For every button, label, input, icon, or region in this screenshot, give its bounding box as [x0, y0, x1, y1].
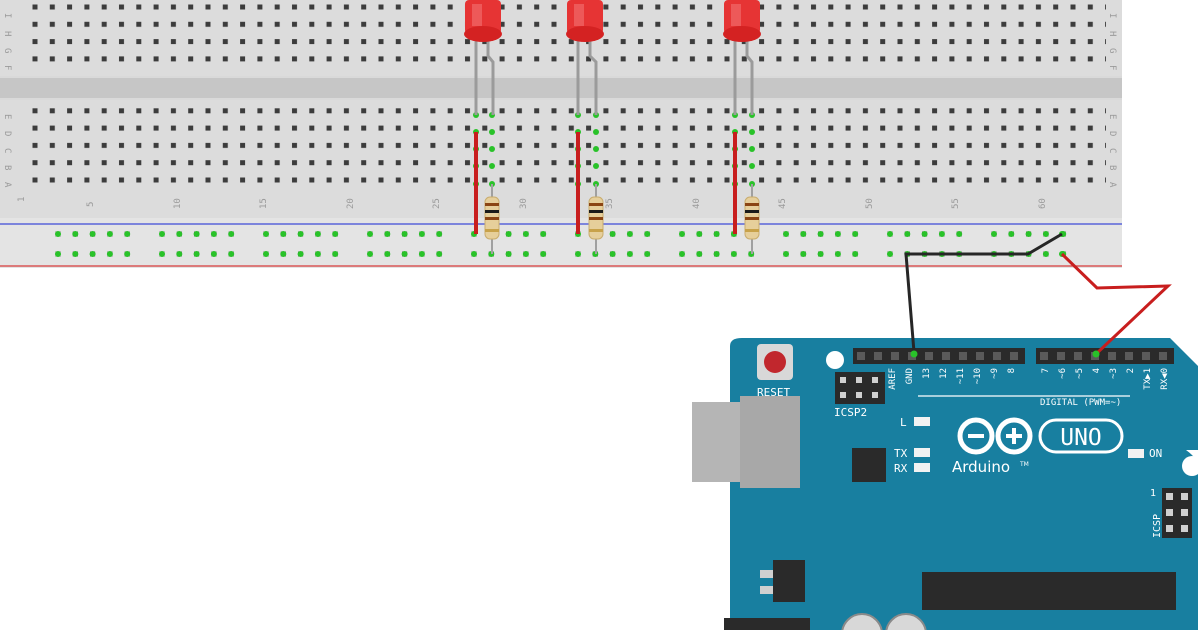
icsp2-header	[835, 372, 885, 404]
mounting-hole	[826, 351, 844, 369]
pin-label: RX◀0	[1160, 368, 1170, 390]
svg-text:40: 40	[692, 198, 702, 209]
pin-label: ~5	[1075, 368, 1085, 379]
on-led	[1128, 449, 1144, 458]
resistor-1	[484, 184, 500, 254]
on-label: ON	[1149, 447, 1162, 460]
pin-label: ~10	[973, 368, 983, 384]
svg-text:60: 60	[1038, 198, 1048, 209]
svg-text:G: G	[2, 48, 12, 53]
row-letters-top-left: I H G F	[2, 13, 12, 70]
rx-label: RX	[894, 462, 908, 475]
resistor-2	[588, 184, 604, 254]
pin-label: AREF	[888, 368, 898, 390]
l-led	[914, 417, 930, 426]
icsp-header	[1162, 488, 1192, 538]
signal-wire-pin4	[1060, 252, 1172, 358]
pin-label: 12	[939, 368, 949, 379]
svg-text:15: 15	[259, 198, 269, 209]
pin-label: GND	[905, 368, 915, 384]
svg-text:10: 10	[173, 198, 183, 209]
row-letters-bottom-left: E D C B A	[2, 114, 12, 188]
led-2	[566, 0, 604, 115]
terminal-holes-bottom	[26, 105, 1106, 191]
digital-label: DIGITAL (PWM=~)	[1040, 398, 1121, 408]
capacitor-2	[885, 613, 927, 630]
breadboard: I H G F E D C B A I H G F E D C B A 1 5	[0, 0, 1122, 268]
svg-text:20: 20	[346, 198, 356, 209]
pin-label: 4	[1092, 368, 1102, 373]
pin-label: 13	[922, 368, 932, 379]
power-jack	[724, 618, 810, 630]
svg-text:5: 5	[86, 202, 96, 207]
pin-label: TX▶1	[1143, 368, 1153, 390]
svg-text:B: B	[2, 165, 12, 170]
svg-text:30: 30	[519, 198, 529, 209]
pin-labels-right: 7 ~6 ~5 4 ~3 2 TX▶1 RX◀0	[1041, 368, 1170, 390]
usb-chip	[852, 448, 886, 482]
svg-text:A: A	[1107, 182, 1117, 188]
svg-text:G: G	[1107, 48, 1117, 53]
digital-header-right	[1036, 348, 1174, 364]
pin-label: ~9	[990, 368, 1000, 379]
tx-led	[914, 448, 930, 457]
svg-text:I: I	[2, 13, 12, 18]
svg-text:H: H	[2, 31, 12, 36]
icsp2-label: ICSP2	[834, 406, 867, 419]
svg-text:A: A	[2, 182, 12, 188]
svg-text:50: 50	[865, 198, 875, 209]
svg-text:55: 55	[951, 198, 961, 209]
svg-text:C: C	[2, 148, 12, 153]
reset-label: RESET	[757, 386, 790, 399]
svg-text:E: E	[2, 114, 12, 119]
svg-text:D: D	[2, 131, 12, 136]
svg-text:1: 1	[17, 197, 27, 202]
rx-led	[914, 463, 930, 472]
led-3	[723, 0, 761, 115]
pin-label: 8	[1007, 368, 1017, 373]
pin-labels-left: AREF GND 13 12 ~11 ~10 ~9 8	[888, 368, 1017, 390]
svg-text:F: F	[1107, 65, 1117, 70]
svg-text:B: B	[1107, 165, 1117, 170]
row-letters-bottom-right: E D C B A	[1107, 114, 1117, 188]
icsp-label: ICSP	[1152, 514, 1163, 538]
arduino-brand-label: Arduino	[952, 458, 1010, 476]
digital-header-left	[853, 348, 1025, 364]
pin-label: ~11	[956, 368, 966, 384]
capacitor-1	[841, 613, 883, 630]
svg-text:H: H	[1107, 31, 1117, 36]
trademark-label: TM	[1019, 461, 1029, 468]
microcontroller-chip	[922, 572, 1176, 610]
uno-logo: UNO	[1038, 418, 1124, 454]
svg-text:E: E	[1107, 114, 1117, 119]
svg-text:I: I	[1107, 13, 1117, 18]
resistor-3	[744, 184, 760, 254]
breadboard-center-channel	[0, 78, 1122, 98]
pin-label: ~6	[1058, 368, 1068, 379]
svg-text:45: 45	[778, 198, 788, 209]
voltage-regulator	[760, 560, 805, 602]
led-1	[464, 0, 502, 115]
gnd-wire	[904, 232, 1063, 358]
arduino-infinity-logo	[957, 417, 1033, 455]
svg-text:C: C	[1107, 148, 1117, 153]
reset-button	[757, 344, 793, 380]
svg-text:F: F	[2, 65, 12, 70]
svg-text:D: D	[1107, 131, 1117, 136]
l-label: L	[900, 416, 907, 429]
pin-label: ~3	[1109, 368, 1119, 379]
tx-label: TX	[894, 447, 908, 460]
terminal-holes-top	[26, 0, 1106, 72]
pin-label: 7	[1041, 368, 1051, 373]
svg-text:UNO: UNO	[1060, 425, 1102, 451]
row-letters-top-right: I H G F	[1107, 13, 1117, 70]
svg-text:25: 25	[432, 198, 442, 209]
pin-label: 2	[1126, 368, 1136, 373]
icsp-pin1-label: 1	[1150, 488, 1156, 499]
svg-text:35: 35	[605, 198, 615, 209]
column-numbers: 1 5 10 15 20 25 30 35 40 45 50 55 60	[17, 197, 1048, 209]
